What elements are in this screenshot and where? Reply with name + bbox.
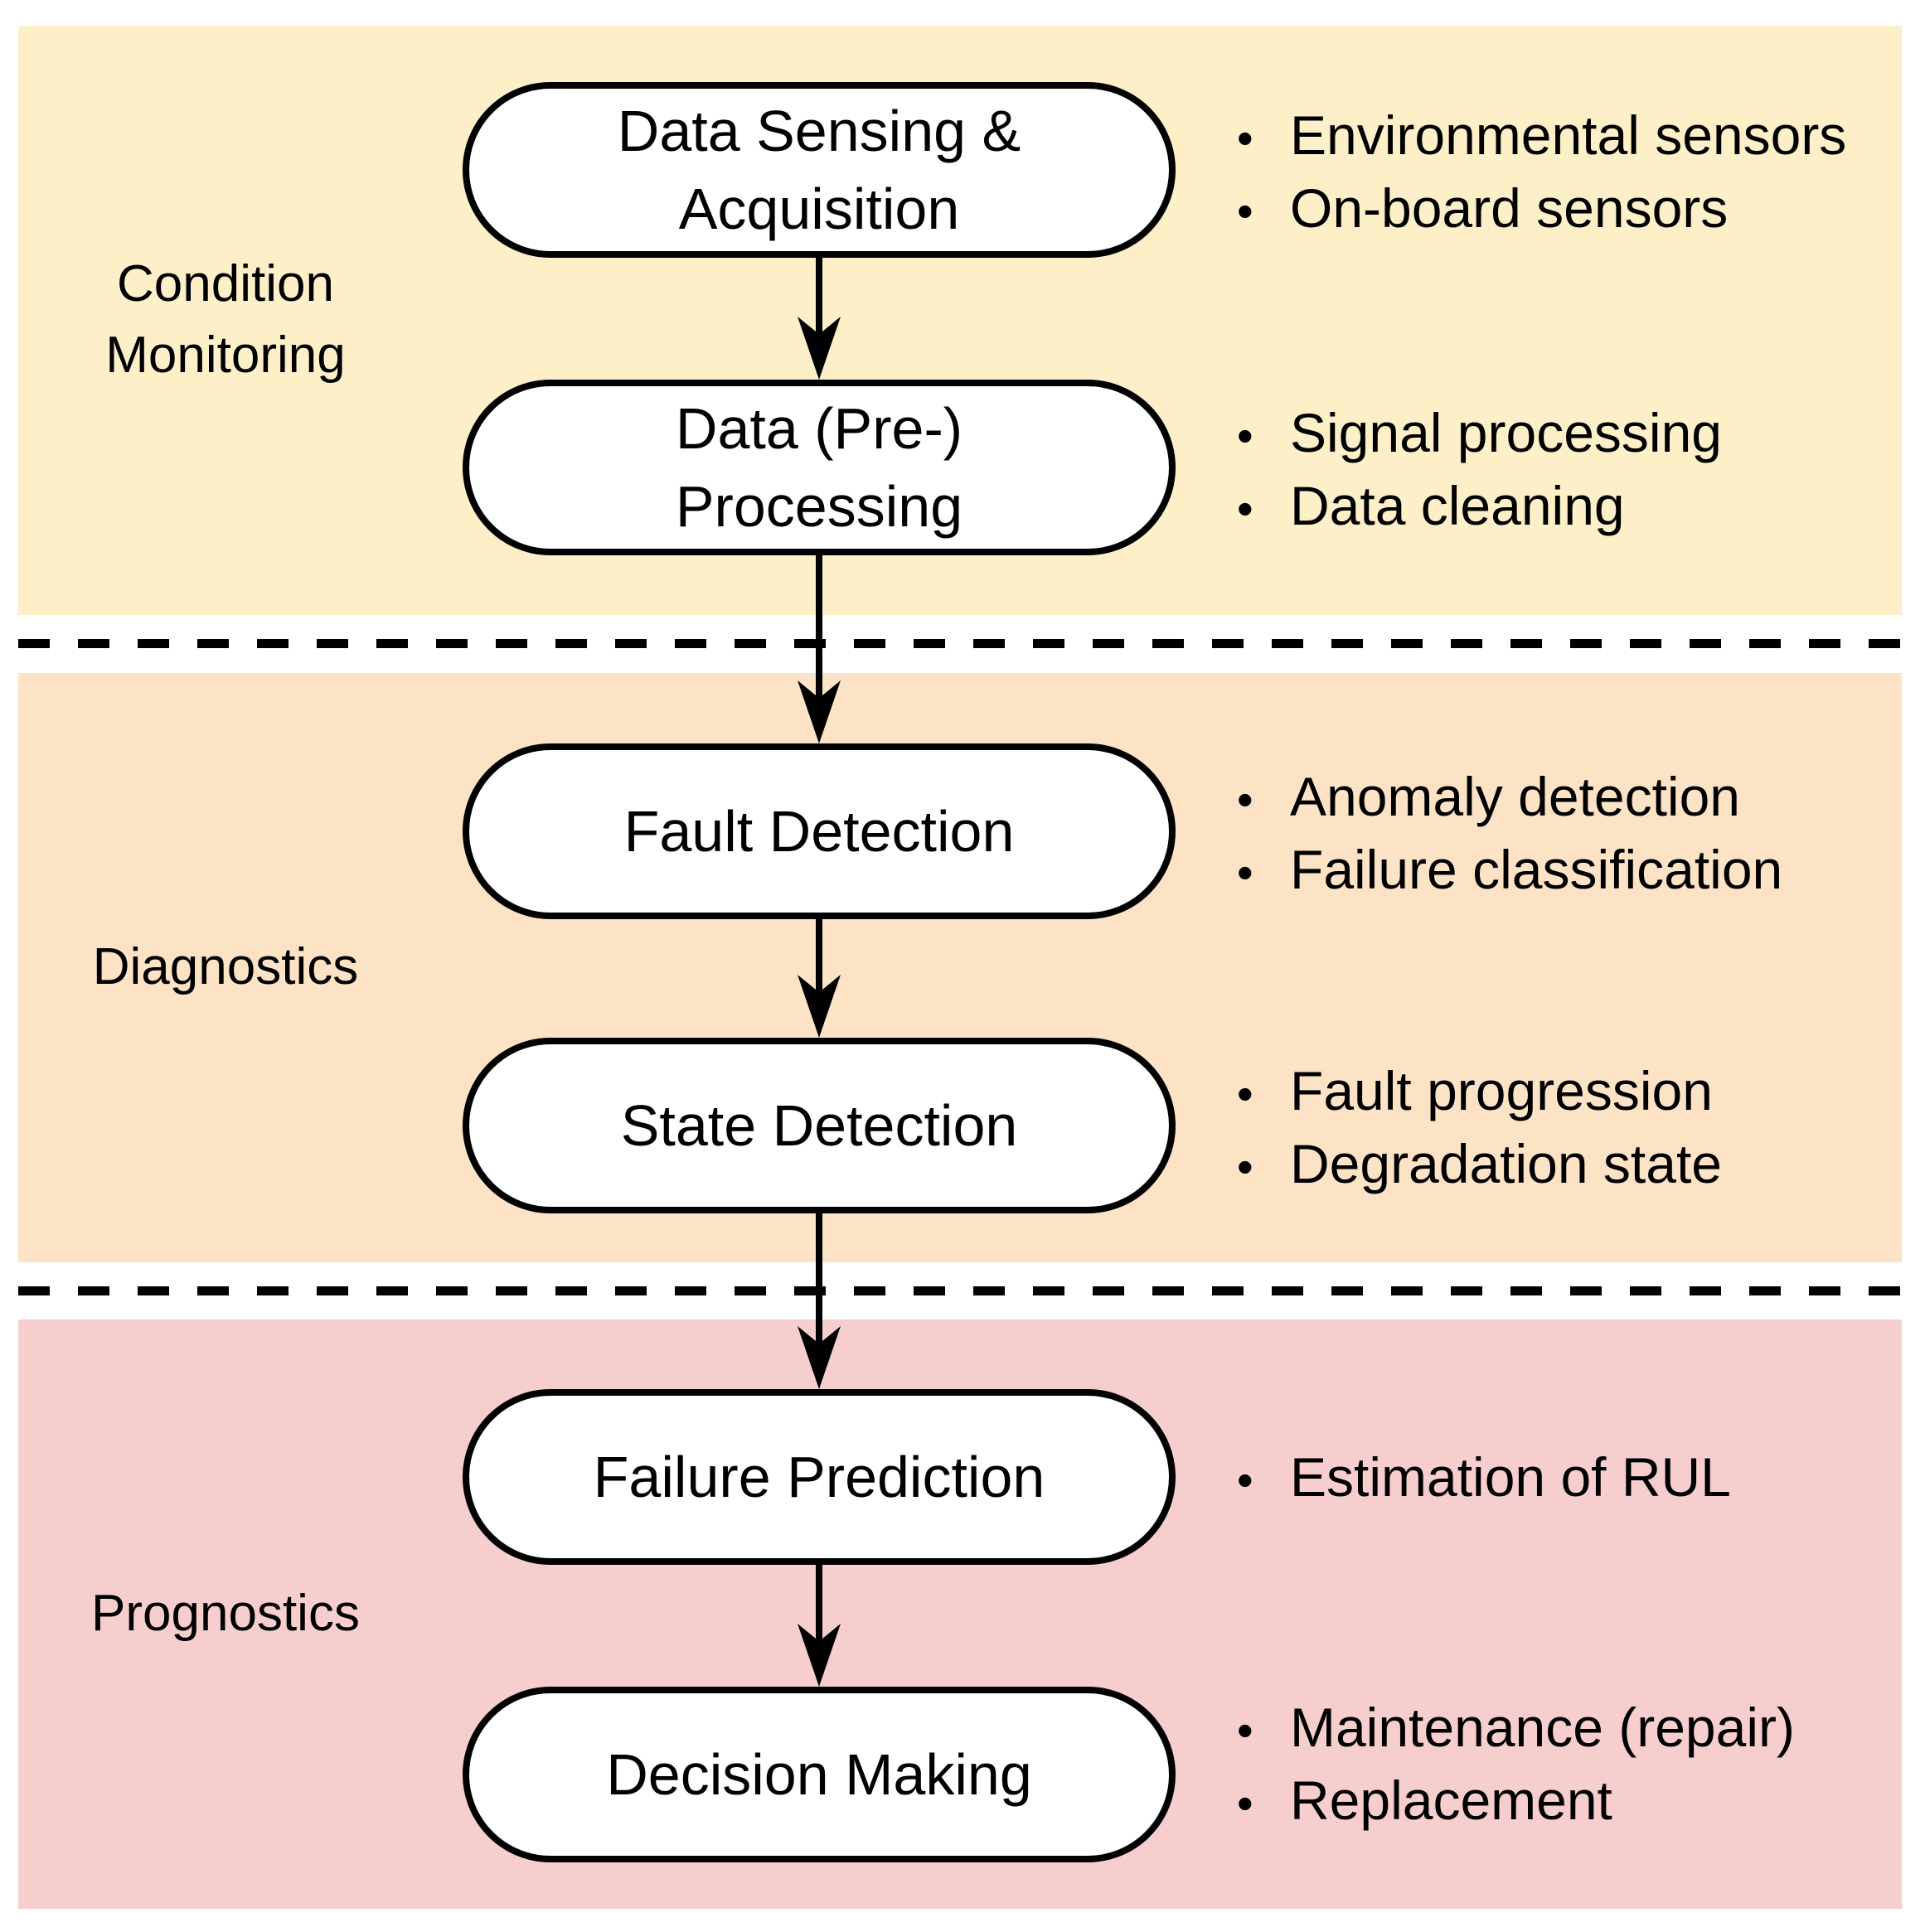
section-label-line: Diagnostics [92, 938, 359, 995]
node-state-detection: State Detection [463, 1038, 1176, 1213]
node-data-pre-processing: Data (Pre-) Processing [463, 380, 1176, 555]
bullet-item: • Data cleaning [1237, 471, 1910, 544]
bullet-item: • Degradation state [1237, 1129, 1910, 1202]
bullet-text: Estimation of RUL [1290, 1446, 1731, 1508]
bullet-dot-icon: • [1237, 1068, 1253, 1120]
section-label-diagnostics: Diagnostics [18, 932, 433, 1003]
bullet-dot-icon: • [1237, 185, 1253, 237]
bullet-dot-icon: • [1237, 1454, 1253, 1506]
arrow-preprocessing-to-fault-detection [798, 555, 841, 743]
arrow-shaft [816, 919, 822, 1000]
bullet-item: • Failure classification [1237, 835, 1910, 908]
bullet-dot-icon: • [1237, 409, 1253, 462]
bullet-text: On-board sensors [1290, 177, 1729, 239]
node-label-line: Processing [675, 474, 963, 539]
bullets-decision-making: • Maintenance (repair) • Replacement [1237, 1692, 1910, 1838]
arrow-shaft [816, 555, 822, 705]
bullet-dot-icon: • [1237, 1777, 1253, 1829]
arrow-sensing-to-preprocessing [798, 258, 841, 380]
bullet-item: • Replacement [1237, 1765, 1910, 1838]
bullet-dot-icon: • [1237, 112, 1253, 164]
bullet-item: • On-board sensors [1237, 173, 1910, 246]
bullet-text: Replacement [1290, 1770, 1612, 1831]
bullets-data-sensing: • Environmental sensors • On-board senso… [1237, 100, 1910, 246]
bullets-fault-detection: • Anomaly detection • Failure classifica… [1237, 762, 1910, 908]
node-label-line: Failure Prediction [593, 1445, 1045, 1509]
node-label-line: Data (Pre-) [675, 396, 963, 461]
bullet-text: Failure classification [1290, 839, 1783, 900]
section-label-condition-monitoring: Condition Monitoring [18, 249, 433, 391]
bullet-item: • Maintenance (repair) [1237, 1692, 1910, 1765]
dashed-divider-diagnostics-prognostics [18, 1286, 1907, 1295]
node-label-line: Data Sensing & [617, 99, 1021, 163]
arrow-shaft [816, 1213, 822, 1351]
arrow-shaft [816, 258, 822, 341]
bullet-dot-icon: • [1237, 846, 1253, 898]
node-label-line: State Detection [620, 1093, 1018, 1158]
bullets-data-preprocessing: • Signal processing • Data cleaning [1237, 398, 1910, 544]
node-failure-prediction: Failure Prediction [463, 1389, 1176, 1565]
node-label-line: Decision Making [606, 1742, 1032, 1807]
bullet-item: • Fault progression [1237, 1056, 1910, 1129]
bullet-text: Data cleaning [1290, 475, 1625, 536]
arrow-shaft [816, 1565, 822, 1649]
bullet-text: Fault progression [1290, 1060, 1713, 1121]
bullet-text: Degradation state [1290, 1133, 1723, 1194]
bullet-dot-icon: • [1237, 1140, 1253, 1193]
bullet-text: Maintenance (repair) [1290, 1697, 1795, 1758]
bullet-item: • Anomaly detection [1237, 762, 1910, 835]
bullet-item: • Estimation of RUL [1237, 1442, 1910, 1515]
section-label-prognostics: Prognostics [18, 1578, 433, 1649]
arrow-state-detection-to-failure-prediction [798, 1213, 841, 1389]
bullet-dot-icon: • [1237, 482, 1253, 535]
node-data-sensing-acquisition: Data Sensing & Acquisition [463, 82, 1176, 258]
node-fault-detection: Fault Detection [463, 743, 1176, 919]
section-label-line: Monitoring [105, 327, 346, 384]
arrow-fault-to-state-detection [798, 919, 841, 1038]
section-label-line: Condition [117, 255, 334, 312]
section-label-line: Prognostics [91, 1585, 360, 1642]
bullet-text: Environmental sensors [1290, 104, 1847, 166]
node-decision-making: Decision Making [463, 1687, 1176, 1862]
bullet-item: • Signal processing [1237, 398, 1910, 471]
node-label-line: Fault Detection [623, 799, 1015, 864]
bullets-failure-prediction: • Estimation of RUL [1237, 1442, 1910, 1515]
bullet-item: • Environmental sensors [1237, 100, 1910, 173]
bullet-dot-icon: • [1237, 1704, 1253, 1756]
bullet-text: Signal processing [1290, 402, 1722, 463]
bullets-state-detection: • Fault progression • Degradation state [1237, 1056, 1910, 1202]
arrow-failure-prediction-to-decision-making [798, 1565, 841, 1687]
bullet-text: Anomaly detection [1290, 766, 1740, 827]
bullet-dot-icon: • [1237, 773, 1253, 826]
node-label-line: Acquisition [678, 177, 960, 241]
dashed-divider-monitoring-diagnostics [18, 639, 1907, 648]
